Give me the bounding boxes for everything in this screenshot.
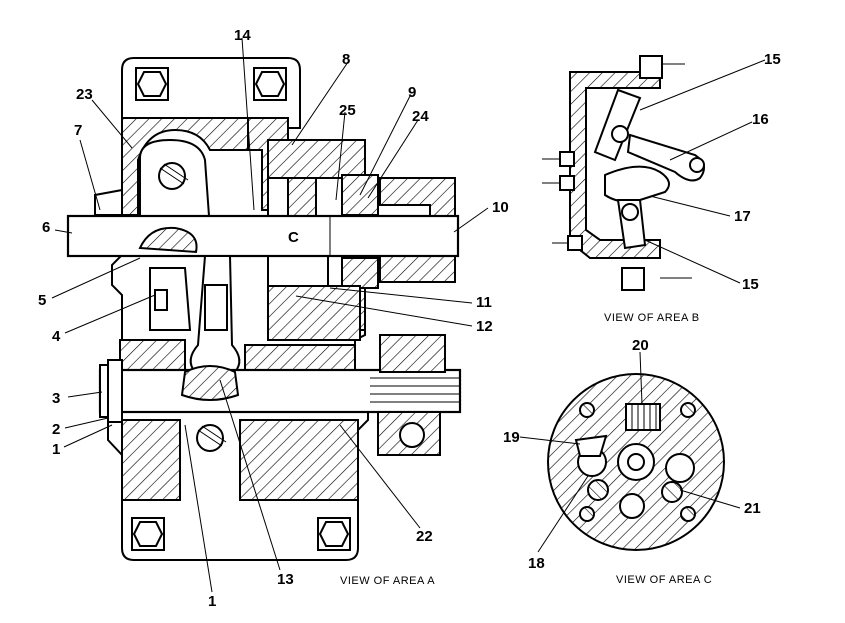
callout-20: 20 — [632, 337, 649, 354]
callout-21: 21 — [744, 500, 761, 517]
spline-end — [370, 377, 460, 403]
cam-plate — [604, 165, 670, 203]
lower-right-block — [379, 334, 446, 373]
upper-lever-pivot — [611, 125, 629, 143]
upper-housing-section — [121, 117, 251, 216]
callout-10: 10 — [492, 199, 509, 216]
eccentric-cam — [138, 226, 198, 254]
callout-22: 22 — [416, 528, 433, 545]
callout-13: 13 — [277, 571, 294, 588]
spring-coils — [631, 404, 657, 430]
callout-8: 8 — [342, 51, 350, 68]
callout-1b: 1 — [208, 593, 216, 610]
lower-shaft — [98, 368, 462, 414]
callout-5: 5 — [38, 292, 46, 309]
shoe — [574, 434, 608, 457]
bolt-hole-2 — [680, 402, 696, 418]
arm-end-hole — [689, 157, 705, 173]
bolt-top-right — [253, 67, 287, 101]
view-b-nut-3 — [567, 235, 583, 251]
lever-slot — [204, 284, 228, 331]
seal-ring-lower — [341, 257, 379, 289]
view-c-leaders — [519, 351, 741, 553]
callout-9: 9 — [408, 84, 416, 101]
view-b-caption: VIEW OF AREA B — [604, 312, 700, 324]
callout-labels: 14 8 23 9 25 24 7 10 6 5 11 12 4 3 2 1 2… — [38, 27, 781, 610]
callout-17: 17 — [734, 208, 751, 225]
callout-15a: 15 — [764, 51, 781, 68]
callout-3: 3 — [52, 390, 60, 407]
gear-housing-top — [267, 139, 366, 179]
view-b-drawing: VIEW OF AREA B — [542, 55, 705, 324]
clamp-screw — [154, 289, 168, 311]
callout-1a: 1 — [52, 441, 60, 458]
bolt-hole-4 — [680, 506, 696, 522]
roller-right-pin — [661, 481, 683, 503]
clamp-block — [149, 267, 192, 331]
lower-housing-right — [239, 419, 359, 501]
view-b-leaders — [639, 59, 766, 284]
upper-lever — [593, 88, 642, 162]
callout-16: 16 — [752, 111, 769, 128]
view-b-top-nut — [639, 55, 663, 79]
mid-housing-left — [119, 339, 186, 371]
rotor-center-hub — [627, 453, 645, 471]
rotor-lower-hole — [619, 493, 645, 519]
callout-23: 23 — [76, 86, 93, 103]
shaft-marker: C — [288, 229, 299, 246]
callout-4: 4 — [52, 328, 61, 345]
lower-lever-pivot — [621, 203, 639, 221]
spring-block — [625, 403, 661, 431]
callout-14: 14 — [234, 27, 251, 44]
callout-12: 12 — [476, 318, 493, 335]
callout-15b: 15 — [742, 276, 759, 293]
view-c-drawing: VIEW OF AREA C — [547, 373, 725, 586]
callout-11: 11 — [476, 294, 492, 311]
bolt-hole-3 — [579, 506, 595, 522]
lever-foot — [180, 365, 240, 401]
view-b-nut-2 — [559, 175, 575, 191]
upper-shaft — [66, 214, 460, 258]
lower-housing-left — [121, 419, 181, 501]
callout-25: 25 — [339, 102, 356, 119]
callout-2: 2 — [52, 421, 60, 438]
callout-24: 24 — [412, 108, 429, 125]
roller-right — [665, 453, 695, 483]
roller-left-pin — [587, 479, 609, 501]
housing-center-block — [267, 285, 361, 341]
bolt-bottom-right — [317, 517, 351, 551]
bearing-lower — [267, 255, 329, 287]
view-c-caption: VIEW OF AREA C — [616, 574, 712, 586]
callout-18: 18 — [528, 555, 545, 572]
lower-right-pin — [399, 422, 425, 448]
view-b-bottom-nut — [621, 267, 645, 291]
mid-housing-right — [244, 344, 356, 371]
view-b-nut-1 — [559, 151, 575, 167]
bolt-hole-1 — [579, 402, 595, 418]
bolt-top-left — [135, 67, 169, 101]
bolt-bottom-left — [131, 517, 165, 551]
callout-19: 19 — [503, 429, 520, 446]
view-a-leaders — [51, 37, 489, 593]
view-a-caption: VIEW OF AREA A — [340, 575, 435, 587]
shaft-washer — [107, 359, 123, 423]
callout-7: 7 — [74, 122, 82, 139]
callout-6: 6 — [42, 219, 50, 236]
view-a-drawing: C VI — [66, 57, 462, 587]
gear-body — [287, 177, 317, 219]
